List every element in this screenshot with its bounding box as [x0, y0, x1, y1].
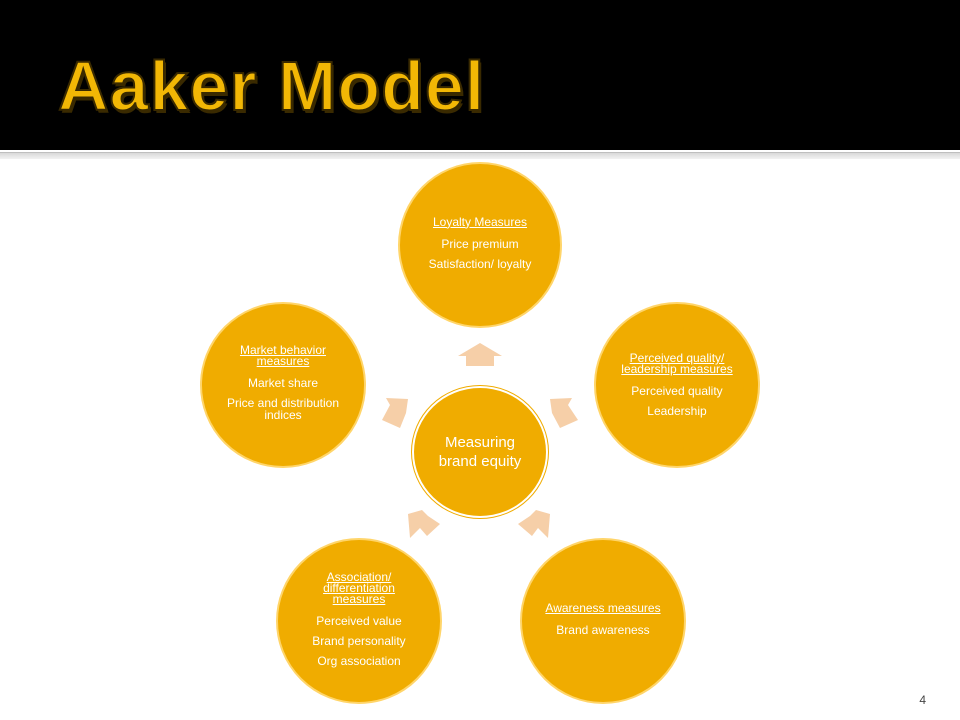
node-heading: Awareness measures	[545, 600, 661, 615]
node-line: Org association	[317, 653, 401, 668]
association-measures-node: Association/ differentiation measures Pe…	[276, 538, 442, 704]
node-line: Satisfaction/ loyalty	[428, 256, 532, 271]
loyalty-measures-node: Loyalty Measures Price premium Satisfact…	[398, 162, 562, 328]
node-heading: Market behavior measures	[239, 343, 327, 368]
perceived-quality-node: Perceived quality/ leadership measures P…	[594, 302, 760, 468]
arrow-to-quality	[550, 398, 578, 428]
awareness-measures-node: Awareness measures Brand awareness	[520, 538, 686, 704]
arrow-to-market	[382, 398, 408, 428]
arrow-to-awareness	[518, 510, 550, 538]
divider	[0, 152, 960, 159]
center-label: Measuring brand equity	[438, 434, 522, 470]
node-line: Perceived quality	[631, 384, 723, 398]
slide-number: 4	[919, 693, 926, 707]
node-heading: Perceived quality/ leadership measures	[621, 351, 733, 376]
node-line: Perceived value	[316, 613, 402, 628]
node-line: Brand awareness	[556, 622, 650, 637]
node-line: Leadership	[647, 404, 707, 418]
arrow-to-association	[408, 510, 440, 538]
slide-title: Aaker Model	[57, 46, 486, 126]
node-heading: Loyalty Measures	[432, 214, 528, 229]
arrow-to-loyalty	[458, 343, 502, 366]
node-line: Price and distribution indices	[226, 396, 340, 422]
node-line: Brand personality	[312, 633, 406, 648]
market-behavior-node: Market behavior measures Market share Pr…	[200, 302, 366, 468]
title-bar: Aaker Model	[0, 0, 960, 150]
node-line: Price premium	[441, 236, 519, 251]
center-node: Measuring brand equity	[412, 386, 548, 518]
node-heading: Association/ differentiation measures	[323, 569, 395, 606]
node-line: Market share	[247, 376, 319, 390]
